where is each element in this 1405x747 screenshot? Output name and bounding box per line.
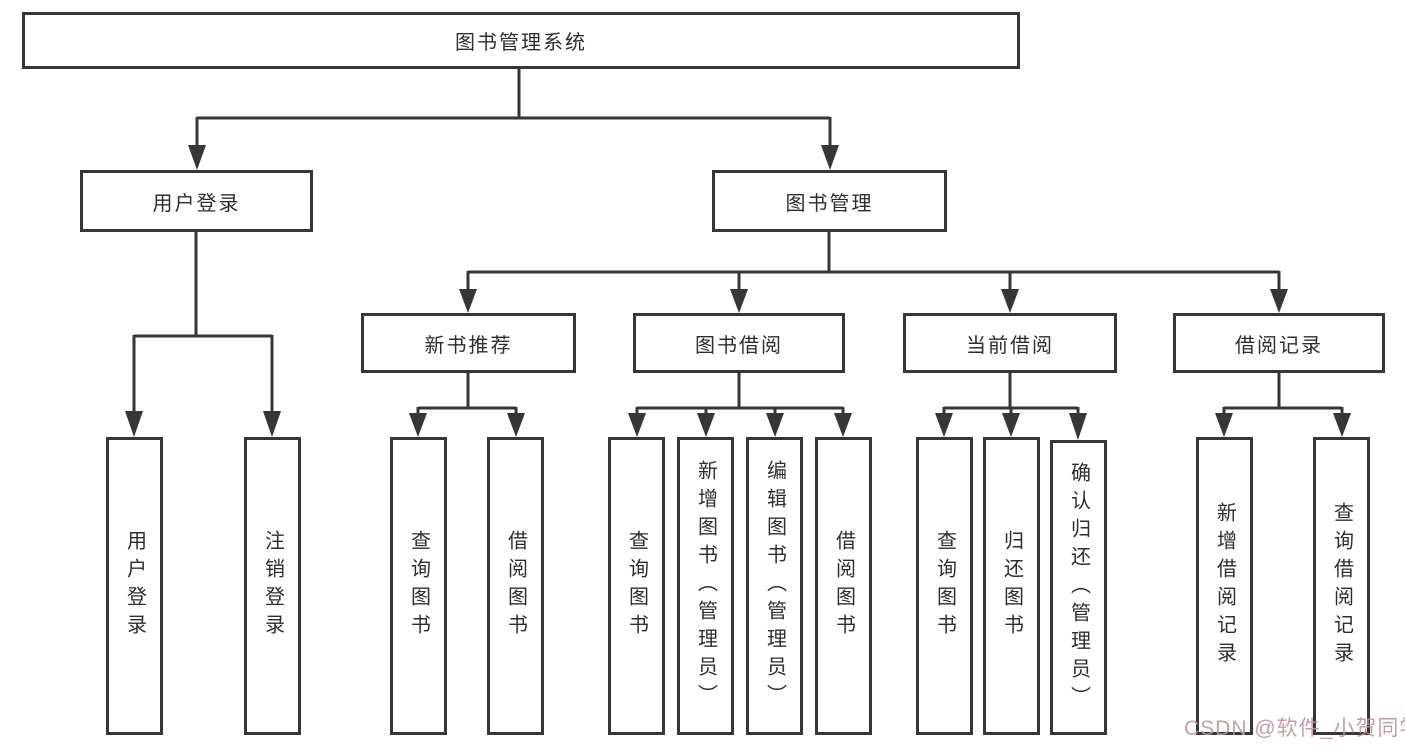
leaf-edit-book-admin-label: 编辑图书（管理员） xyxy=(763,460,786,712)
leaf-add-book-admin: 新增图书（管理员） xyxy=(677,437,734,735)
node-root: 图书管理系统 xyxy=(22,12,1020,69)
node-book-mgmt-branch-label: 图书管理 xyxy=(785,192,874,215)
leaf-confirm-return-admin: 确认归还（管理员） xyxy=(1050,440,1107,735)
node-current-borrow: 当前借阅 xyxy=(903,313,1117,373)
leaf-query-borrow-record-label: 查询借阅记录 xyxy=(1330,502,1353,670)
node-user-login-branch-label: 用户登录 xyxy=(152,192,241,215)
leaf-borrow-book: 借阅图书 xyxy=(815,437,872,735)
leaf-current-query-book: 查询图书 xyxy=(916,437,973,735)
node-book-borrow-label: 图书借阅 xyxy=(695,334,783,357)
leaf-rec-borrow-book-label: 借阅图书 xyxy=(504,530,527,642)
node-book-borrow: 图书借阅 xyxy=(633,313,845,373)
csdn-watermark: CSDN @软件_小贺同学 xyxy=(1184,717,1405,740)
node-book-mgmt-branch: 图书管理 xyxy=(712,170,947,232)
node-root-label: 图书管理系统 xyxy=(455,32,587,54)
leaf-add-borrow-record-label: 新增借阅记录 xyxy=(1213,502,1236,670)
node-user-login-branch: 用户登录 xyxy=(80,170,313,232)
leaf-return-book-label: 归还图书 xyxy=(1000,530,1023,642)
leaf-current-query-book-label: 查询图书 xyxy=(933,530,956,642)
node-new-book-rec: 新书推荐 xyxy=(361,313,576,373)
leaf-borrow-book-label: 借阅图书 xyxy=(832,530,855,642)
leaf-user-login: 用户登录 xyxy=(106,437,163,735)
leaf-borrow-query-book: 查询图书 xyxy=(608,437,665,735)
node-borrow-record-label: 借阅记录 xyxy=(1235,334,1323,357)
leaf-logout: 注销登录 xyxy=(244,437,301,735)
node-current-borrow-label: 当前借阅 xyxy=(966,334,1054,357)
leaf-add-borrow-record: 新增借阅记录 xyxy=(1196,437,1253,735)
node-borrow-record: 借阅记录 xyxy=(1173,313,1385,373)
leaf-query-borrow-record: 查询借阅记录 xyxy=(1313,437,1370,735)
leaf-user-login-label: 用户登录 xyxy=(123,530,146,642)
leaf-add-book-admin-label: 新增图书（管理员） xyxy=(694,460,717,712)
leaf-confirm-return-admin-label: 确认归还（管理员） xyxy=(1067,461,1090,714)
leaf-rec-borrow-book: 借阅图书 xyxy=(487,437,544,735)
leaf-logout-label: 注销登录 xyxy=(261,530,284,642)
leaf-edit-book-admin: 编辑图书（管理员） xyxy=(746,437,803,735)
leaf-rec-query-book: 查询图书 xyxy=(390,437,447,735)
leaf-borrow-query-book-label: 查询图书 xyxy=(625,530,648,642)
leaf-return-book: 归还图书 xyxy=(983,437,1040,735)
leaf-rec-query-book-label: 查询图书 xyxy=(407,530,430,642)
node-new-book-rec-label: 新书推荐 xyxy=(424,334,513,357)
